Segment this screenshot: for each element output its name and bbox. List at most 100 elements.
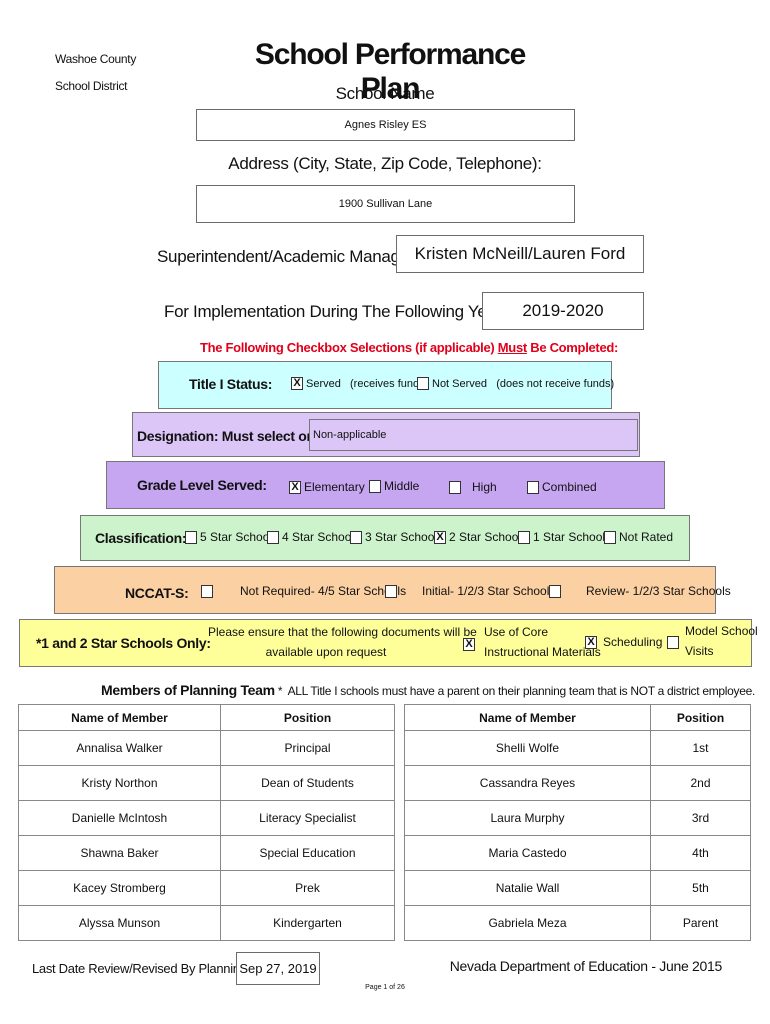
member-position[interactable]: 4th xyxy=(650,835,751,871)
class-not-rated-option[interactable]: Not Rated xyxy=(604,530,673,544)
superintendent-field[interactable]: Kristen McNeill/Lauren Ford xyxy=(396,235,644,273)
grade-elementary-checkbox[interactable]: X xyxy=(289,480,301,494)
star-schools-band: *1 and 2 Star Schools Only: Please ensur… xyxy=(19,619,758,667)
member-name[interactable]: Cassandra Reyes xyxy=(404,765,651,801)
model-school-visits-checkbox[interactable] xyxy=(667,636,679,649)
school-name-label: School Name xyxy=(335,84,435,103)
grade-high-checkbox[interactable] xyxy=(449,480,461,494)
page-title: School Performance Plan xyxy=(254,38,526,105)
address-field[interactable]: 1900 Sullivan Lane xyxy=(196,185,575,223)
class-3star-option[interactable]: 3 Star School xyxy=(350,530,437,544)
nccat-initial-checkbox[interactable] xyxy=(385,585,397,598)
class-5star-checkbox[interactable] xyxy=(185,530,197,544)
classification-label: Classification: xyxy=(95,530,187,546)
core-materials-checkbox[interactable]: X xyxy=(463,638,475,651)
implementation-field[interactable]: 2019-2020 xyxy=(482,292,644,330)
superintendent-label: Superintendent/Academic Manager: xyxy=(157,247,419,266)
member-name[interactable]: Annalisa Walker xyxy=(18,730,221,766)
title1-served-checkbox[interactable]: X xyxy=(291,377,303,390)
class-4star-checkbox[interactable] xyxy=(267,530,279,544)
star-schools-note-line2: available upon request xyxy=(265,645,387,659)
implementation-value: 2019-2020 xyxy=(522,301,604,320)
title1-served-option[interactable]: X Served (receives funds) xyxy=(291,377,428,390)
review-date-value: Sep 27, 2019 xyxy=(239,961,317,976)
member-position[interactable]: Prek xyxy=(220,870,395,906)
member-name[interactable]: Kristy Northon xyxy=(18,765,221,801)
review-date-field[interactable]: Sep 27, 2019 xyxy=(236,952,320,985)
member-position[interactable]: 3rd xyxy=(650,800,751,836)
col-position-header: Position xyxy=(650,704,751,731)
member-position[interactable]: 2nd xyxy=(650,765,751,801)
grade-combined-checkbox[interactable] xyxy=(527,480,539,494)
member-name[interactable]: Danielle McIntosh xyxy=(18,800,221,836)
member-name[interactable]: Kacey Stromberg xyxy=(18,870,221,906)
grade-level-band: Grade Level Served: X Elementary Middle … xyxy=(106,461,665,509)
member-name[interactable]: Gabriela Meza xyxy=(404,905,651,941)
member-position[interactable]: Special Education xyxy=(220,835,395,871)
nccat-label: NCCAT-S: xyxy=(125,585,189,601)
grade-high-label: High xyxy=(472,480,497,494)
grade-middle-label: Middle xyxy=(384,479,420,493)
page-number: Page 1 of 26 xyxy=(365,984,405,991)
nccat-not-required-checkbox[interactable] xyxy=(201,585,213,598)
member-position[interactable]: Parent xyxy=(650,905,751,941)
notice-part2: Be Completed: xyxy=(526,340,619,355)
class-2star-option[interactable]: X 2 Star School xyxy=(434,530,521,544)
member-position[interactable]: Literacy Specialist xyxy=(220,800,395,836)
model-school-visits-label-line2: Visits xyxy=(685,644,714,658)
member-name[interactable]: Shelli Wolfe xyxy=(404,730,651,766)
grade-combined-label: Combined xyxy=(542,480,597,494)
grade-middle-option[interactable]: Middle xyxy=(369,479,419,493)
star-schools-note-line1: Please ensure that the following documen… xyxy=(208,625,477,639)
class-3star-checkbox[interactable] xyxy=(350,530,362,544)
grade-combined-option[interactable]: Combined xyxy=(527,480,597,494)
scheduling-checkbox[interactable]: X xyxy=(585,636,597,649)
member-position[interactable]: Kindergarten xyxy=(220,905,395,941)
member-position[interactable]: 5th xyxy=(650,870,751,906)
class-4star-option[interactable]: 4 Star School xyxy=(267,530,354,544)
member-position[interactable]: Dean of Students xyxy=(220,765,395,801)
star-schools-label: *1 and 2 Star Schools Only: xyxy=(36,635,211,651)
nccat-review-label: Review- 1/2/3 Star Schools xyxy=(586,584,731,598)
class-not-rated-checkbox[interactable] xyxy=(604,530,616,544)
class-2star-checkbox[interactable]: X xyxy=(434,530,446,544)
member-name[interactable]: Natalie Wall xyxy=(404,870,651,906)
class-1star-checkbox[interactable] xyxy=(518,530,530,544)
nccat-review-checkbox[interactable] xyxy=(549,585,561,598)
title1-not-served-label: Not Served (does not receive funds) xyxy=(432,377,615,390)
member-position[interactable]: 1st xyxy=(650,730,751,766)
member-name[interactable]: Maria Castedo xyxy=(404,835,651,871)
grade-elementary-option[interactable]: X Elementary xyxy=(289,480,365,494)
designation-field[interactable]: Non-applicable xyxy=(309,419,638,451)
district-name-line1: Washoe County xyxy=(55,52,137,66)
title1-not-served-option[interactable]: Not Served (does not receive funds) xyxy=(417,377,614,390)
review-date-label: Last Date Review/Revised By Planning Tea… xyxy=(32,961,284,976)
grade-middle-checkbox[interactable] xyxy=(369,479,381,493)
core-materials-label-line2: Instructional Materials xyxy=(484,645,601,659)
member-name[interactable]: Laura Murphy xyxy=(404,800,651,836)
member-position[interactable]: Principal xyxy=(220,730,395,766)
grade-high-option[interactable]: High xyxy=(449,480,497,494)
designation-label: Designation: Must select one xyxy=(137,428,323,444)
school-name-field[interactable]: Agnes Risley ES xyxy=(196,109,575,141)
address-value: 1900 Sullivan Lane xyxy=(338,198,433,210)
title1-served-label: Served (receives funds) xyxy=(306,377,429,390)
class-2star-label: 2 Star School xyxy=(449,530,522,544)
table-header-row: Name of Member Position xyxy=(18,704,395,731)
scheduling-label: Scheduling xyxy=(603,635,663,649)
designation-band: Designation: Must select one Non-applica… xyxy=(132,412,640,457)
district-name-line2: School District xyxy=(55,79,128,93)
designation-value: Non-applicable xyxy=(313,429,387,441)
class-5star-option[interactable]: 5 Star School xyxy=(185,530,272,544)
title1-not-served-checkbox[interactable] xyxy=(417,377,429,390)
class-1star-option[interactable]: 1 Star School xyxy=(518,530,605,544)
implementation-label: For Implementation During The Following … xyxy=(164,302,514,321)
member-name[interactable]: Alyssa Munson xyxy=(18,905,221,941)
member-name[interactable]: Shawna Baker xyxy=(18,835,221,871)
